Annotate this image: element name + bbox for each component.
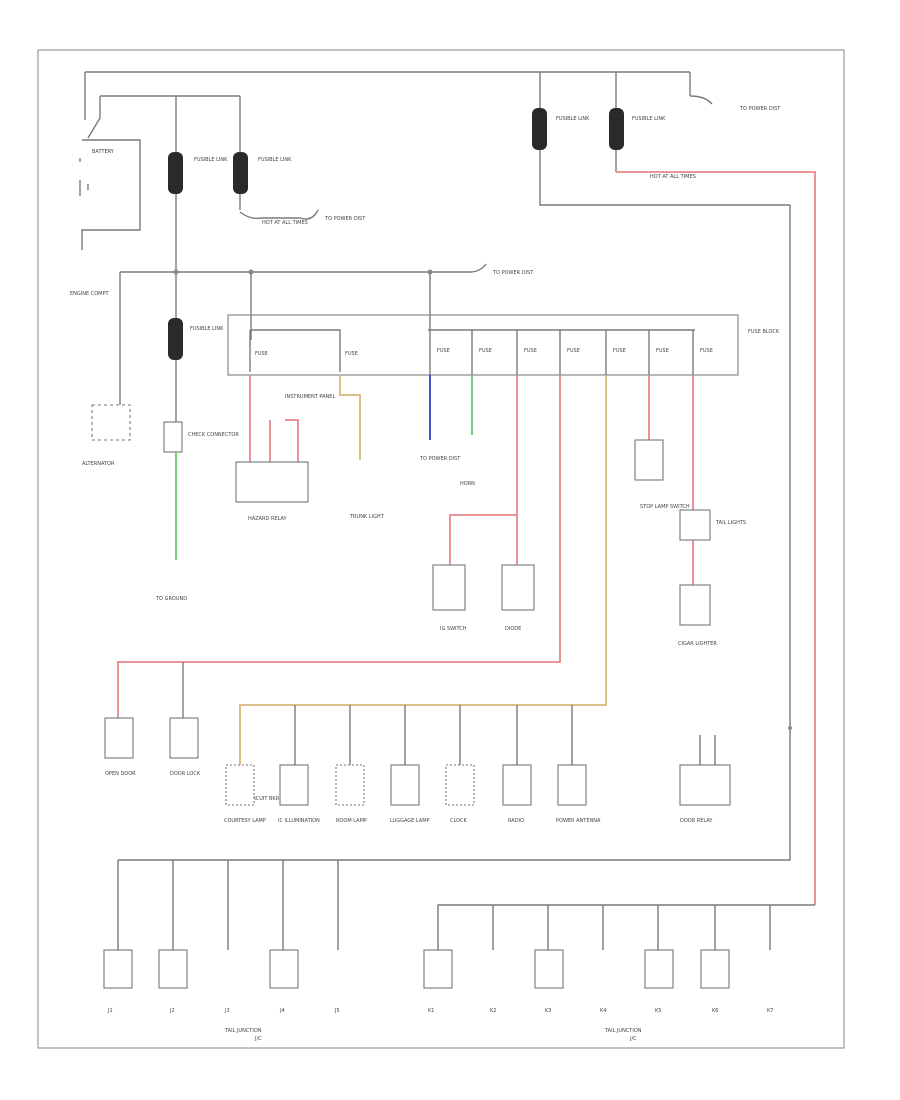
- fusible-link-icon: [168, 152, 183, 194]
- luggage-lamp: [390, 764, 420, 806]
- check-connector: CHECK CONNECTOR: [163, 421, 239, 453]
- check-connector-label: CHECK CONNECTOR: [188, 432, 239, 438]
- junction-left-suffix: J/C: [254, 1036, 262, 1042]
- svg-text:K6: K6: [712, 1008, 718, 1014]
- svg-text:FUSE: FUSE: [656, 348, 669, 354]
- diagram-frame: [37, 49, 845, 1049]
- junction-right-suffix: J/C: [629, 1036, 637, 1042]
- junction-left: J1 J2 J3 J4 J5 TAIL JUNCTION J/C: [103, 949, 340, 1042]
- instrument-panel-label: INSTRUMENT PANEL: [285, 394, 335, 400]
- ig-switch-label: IG SWITCH: [440, 626, 467, 632]
- tail-lights-label: TAIL LIGHTS: [715, 520, 746, 526]
- courtesy-lamp-label: COURTESY LAMP: [224, 818, 266, 824]
- ic-illumination: [279, 764, 309, 806]
- stop-lamp-switch: [634, 439, 664, 481]
- svg-text:FUSE: FUSE: [613, 348, 626, 354]
- room-lamp: [335, 764, 365, 806]
- svg-text:J4: J4: [279, 1008, 285, 1014]
- tail-lights: [679, 509, 711, 541]
- hot-at-all-times-label: HOT AT ALL TIMES: [262, 220, 308, 226]
- fusible-link-label: FUSIBLE LINK: [190, 326, 224, 332]
- luggage-lamp-label: LUGGAGE LAMP: [390, 818, 430, 824]
- svg-text:FUSE: FUSE: [437, 348, 450, 354]
- to-power-dist-label: TO POWER DIST: [739, 106, 781, 112]
- radio-label: RADIO: [508, 818, 524, 824]
- diode-label: DIODE: [505, 626, 521, 632]
- fuse-5: FUSE: [605, 330, 626, 375]
- room-lamp-label: ROOM LAMP: [336, 818, 367, 824]
- fusible-link-label: FUSIBLE LINK: [556, 116, 590, 122]
- cigarette-lighter-label: CIGAR LIGHTER: [678, 641, 717, 647]
- open-door-switch: [104, 717, 134, 759]
- fusible-link-label: FUSIBLE LINK: [258, 157, 292, 163]
- cigarette-lighter: [679, 584, 711, 626]
- to-power-dist-label: TO POWER DIST: [324, 216, 366, 222]
- trunk-light-label: TRUNK LIGHT: [349, 514, 385, 520]
- to-power-dist-label: TO POWER DIST: [419, 456, 461, 462]
- fuse-7: FUSE: [692, 330, 713, 375]
- svg-text:J1: J1: [107, 1008, 113, 1014]
- hazard-relay-label: HAZARD RELAY: [248, 516, 288, 522]
- battery-symbol: BATTERY: [79, 139, 141, 250]
- to-power-dist-label: TO POWER DIST: [492, 270, 534, 276]
- stop-lamp-switch-label: STOP LAMP SWITCH: [640, 504, 690, 510]
- open-door-label: OPEN DOOR: [105, 771, 136, 777]
- power-antenna-label: POWER ANTENNA: [556, 818, 601, 824]
- alternator: ALTERNATOR: [82, 404, 131, 467]
- hot-at-all-times-label: HOT AT ALL TIMES: [650, 174, 696, 180]
- radio: [502, 764, 532, 806]
- svg-text:J3: J3: [224, 1008, 230, 1014]
- junction-left-label: TAIL JUNCTION: [224, 1028, 262, 1034]
- engine-compartment-label: ENGINE COMPT: [70, 291, 109, 297]
- door-relay: [679, 764, 731, 806]
- fusible-link-icon: [532, 108, 547, 150]
- svg-text:K7: K7: [767, 1008, 773, 1014]
- svg-text:K2: K2: [490, 1008, 496, 1014]
- svg-text:J5: J5: [334, 1008, 340, 1014]
- clock-label: CLOCK: [450, 818, 468, 824]
- svg-text:FUSE: FUSE: [524, 348, 537, 354]
- ic-illumination-label: IC ILLUMINATION: [278, 818, 320, 824]
- ig-switch: [432, 564, 466, 611]
- radio-circuit-bkr-label: RADIO CIRCUIT BKR: [230, 796, 280, 802]
- junction-right: K1 K2 K3 K4 K5 K6 K7 TAIL JUNCTION J/C: [423, 949, 773, 1042]
- svg-text:K3: K3: [545, 1008, 551, 1014]
- svg-text:K1: K1: [428, 1008, 434, 1014]
- fusible-link-icon: [233, 152, 248, 194]
- fuse-block-label: FUSE BLOCK: [748, 329, 780, 335]
- hazard-relay: [235, 461, 309, 503]
- fusible-link-icon: [168, 318, 183, 360]
- fusible-link-label: FUSIBLE LINK: [194, 157, 228, 163]
- fusible-link-label: FUSIBLE LINK: [632, 116, 666, 122]
- fuse-1: FUSE: [429, 330, 450, 375]
- alternator-label: ALTERNATOR: [82, 461, 115, 467]
- fuse-3: FUSE: [516, 330, 537, 375]
- door-lock-label: DOOR LOCK: [170, 771, 201, 777]
- door-relay-label: DOOR RELAY: [680, 818, 713, 824]
- courtesy-lamp: [225, 764, 255, 806]
- svg-text:FUSE: FUSE: [479, 348, 492, 354]
- fuse-label: FUSE: [345, 351, 358, 357]
- svg-text:FUSE: FUSE: [700, 348, 713, 354]
- power-antenna: [557, 764, 587, 806]
- horn-label: HORN: [460, 481, 475, 487]
- diode: [501, 564, 535, 611]
- fuse-2: FUSE: [471, 330, 492, 375]
- fusible-link-icon: [609, 108, 624, 150]
- fuse-4: FUSE: [559, 330, 580, 375]
- to-ground-label: TO GROUND: [155, 596, 187, 602]
- svg-text:FUSE: FUSE: [567, 348, 580, 354]
- fuse-block: FUSE FUSE FUSE BLOCK: [227, 314, 780, 376]
- svg-text:J2: J2: [169, 1008, 175, 1014]
- clock: [445, 764, 475, 806]
- battery-label: BATTERY: [92, 149, 115, 155]
- door-lock: [169, 717, 199, 759]
- junction-right-label: TAIL JUNCTION: [604, 1028, 642, 1034]
- fuse-label: FUSE: [255, 351, 268, 357]
- svg-text:K5: K5: [655, 1008, 661, 1014]
- svg-text:K4: K4: [600, 1008, 606, 1014]
- fuse-6: FUSE: [648, 330, 669, 375]
